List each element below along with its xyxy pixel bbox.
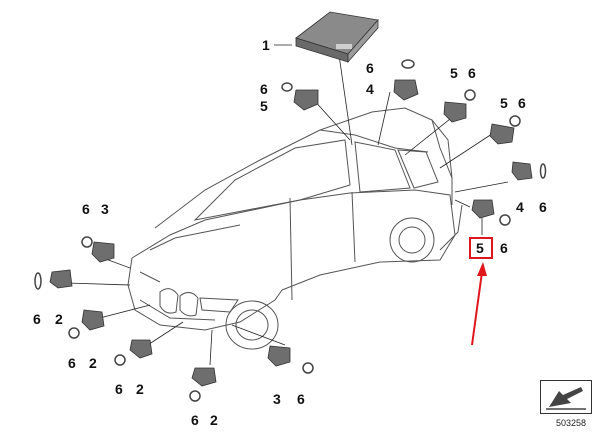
sensor-parts	[49, 79, 533, 387]
control-unit-part	[295, 11, 379, 64]
callout-5: 5	[260, 98, 268, 114]
callout-6: 6	[82, 201, 90, 217]
callout-6: 6	[33, 311, 41, 327]
callout-6: 6	[297, 391, 305, 407]
navigation-arrow-icon[interactable]	[540, 380, 592, 414]
callout-1: 1	[262, 37, 270, 53]
callout-6: 6	[68, 355, 76, 371]
callout-6: 6	[518, 95, 526, 111]
callout-5-highlighted: 5	[476, 240, 484, 256]
callout-6: 6	[115, 381, 123, 397]
callout-3: 3	[101, 201, 109, 217]
callout-6: 6	[366, 60, 374, 76]
callout-2: 2	[89, 355, 97, 371]
vehicle-outline	[127, 107, 463, 350]
callout-5: 5	[500, 95, 508, 111]
callout-2: 2	[136, 381, 144, 397]
callout-4: 4	[516, 199, 524, 215]
arrow-icon	[546, 387, 586, 410]
callout-4: 4	[366, 81, 374, 97]
highlighted-callout-box: 5	[469, 237, 493, 259]
seal-rings	[34, 59, 547, 402]
callout-6: 6	[539, 199, 547, 215]
callout-6: 6	[191, 412, 199, 428]
callout-6: 6	[468, 65, 476, 81]
callout-5: 5	[450, 65, 458, 81]
leader-lines	[66, 44, 509, 366]
highlight-arrow	[471, 262, 487, 346]
callout-2: 2	[55, 311, 63, 327]
document-number: 503258	[556, 418, 587, 428]
callout-3: 3	[273, 391, 281, 407]
callout-6: 6	[500, 240, 508, 256]
callout-2: 2	[210, 412, 218, 428]
callout-6: 6	[260, 81, 268, 97]
